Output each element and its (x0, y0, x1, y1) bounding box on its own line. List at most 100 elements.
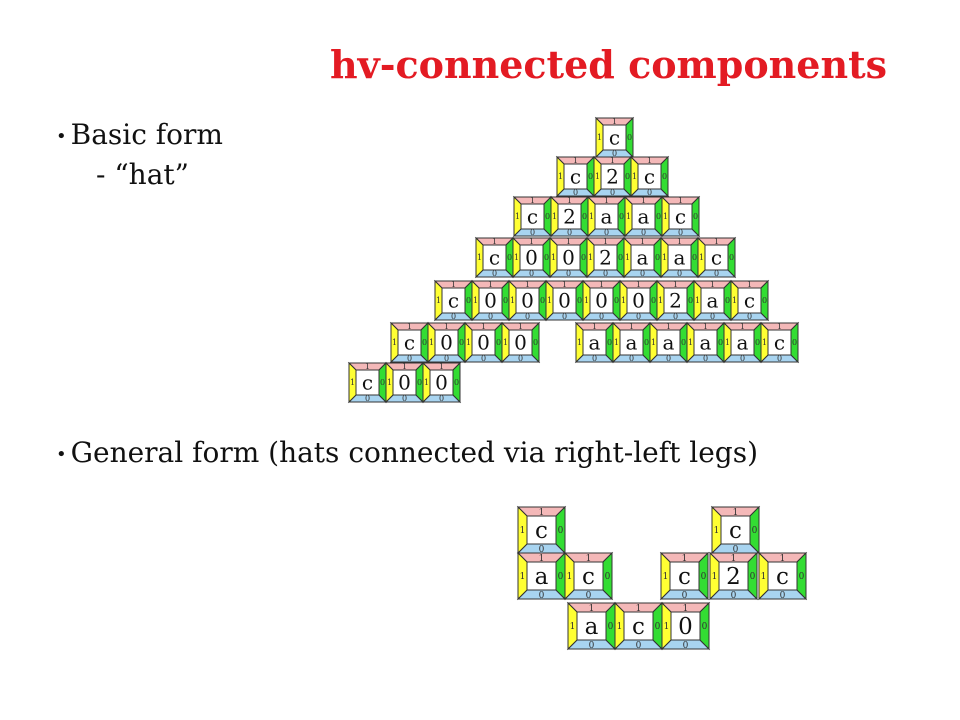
tile-bottom-label: 0 (525, 312, 530, 321)
tile-left-label: 1 (662, 253, 667, 262)
tile-left-label: 1 (664, 622, 670, 632)
tile-top-label: 1 (604, 196, 609, 205)
tile-face (556, 244, 581, 271)
tile-top-label: 1 (636, 604, 642, 614)
tile-face (519, 244, 544, 271)
tile-face (663, 287, 688, 314)
tile-symbol: 2 (563, 205, 576, 229)
tile-symbol: a (601, 205, 613, 229)
tile-left-label: 1 (429, 338, 434, 347)
tile-bottom-label: 0 (682, 591, 688, 601)
tile-right-label: 0 (540, 296, 545, 305)
tile-right-label: 0 (503, 296, 508, 305)
bullet-general-label: General form (hats connected via right-l… (70, 436, 758, 469)
tile-top-label: 1 (612, 117, 617, 126)
tile-right-label: 0 (459, 338, 464, 347)
tile-left-label: 1 (617, 622, 623, 632)
tile-symbol: 0 (484, 289, 497, 313)
tile-right-label: 0 (688, 296, 693, 305)
tile-top-label: 1 (733, 508, 739, 518)
tile-top-label: 1 (586, 554, 592, 564)
tile-left-label: 1 (626, 212, 631, 221)
tile-symbol: c (362, 371, 373, 395)
tile-symbol: 0 (595, 289, 608, 313)
tile-right-label: 0 (581, 253, 586, 262)
bullet-basic-sub: - “hat” (96, 158, 189, 191)
tile-top-label: 1 (402, 362, 407, 371)
tile-top-label: 1 (777, 322, 782, 331)
tile-top-label: 1 (740, 322, 745, 331)
tile-right-label: 0 (619, 212, 624, 221)
tile-right-label: 0 (454, 378, 459, 387)
tile-face (526, 515, 557, 545)
tile-bottom-label: 0 (666, 354, 671, 363)
tile-bottom-label: 0 (604, 228, 609, 237)
tile-symbol: c (774, 331, 785, 355)
tile-symbol: c (644, 165, 655, 189)
tile-symbol: 2 (599, 246, 612, 270)
tile-symbol: 0 (440, 331, 453, 355)
tile-face (668, 203, 693, 230)
tile-right-label: 0 (558, 572, 564, 582)
tile-bottom-label: 0 (566, 269, 571, 278)
tile-top-label: 1 (731, 554, 737, 564)
tile-bottom-label: 0 (733, 545, 739, 555)
tile-right-label: 0 (614, 296, 619, 305)
tile-symbol: a (707, 289, 719, 313)
tile-symbol: 0 (525, 246, 538, 270)
tile-symbol: c (582, 564, 595, 590)
tile-symbol: a (737, 331, 749, 355)
tile-left-label: 1 (632, 172, 637, 181)
tile-right-label: 0 (752, 526, 758, 536)
tile-top-label: 1 (666, 322, 671, 331)
tile-top-label: 1 (573, 156, 578, 165)
tile-face (582, 329, 607, 356)
tile-symbol: a (663, 331, 675, 355)
tile-symbol: a (589, 331, 601, 355)
tile-bottom-label: 0 (780, 591, 786, 601)
tile-top-label: 1 (714, 237, 719, 246)
tile-right-label: 0 (655, 622, 661, 632)
tile-left-label: 1 (761, 572, 767, 582)
tile-left-label: 1 (614, 338, 619, 347)
tile-right-label: 0 (662, 172, 667, 181)
tile-symbol: c (570, 165, 581, 189)
tile-bottom-label: 0 (529, 269, 534, 278)
tile-symbol: a (637, 246, 649, 270)
tile-right-label: 0 (755, 338, 760, 347)
tile-face (656, 329, 681, 356)
tile-right-label: 0 (644, 338, 649, 347)
tile-left-label: 1 (588, 253, 593, 262)
tile-left-label: 1 (473, 296, 478, 305)
tile-symbol: c (678, 564, 691, 590)
tile-face (355, 369, 380, 396)
tile-bottom-label: 0 (777, 354, 782, 363)
tile-symbol: c (632, 614, 645, 640)
tile-symbol: 0 (521, 289, 534, 313)
tile-symbol: c (744, 289, 755, 313)
tile-left-label: 1 (699, 253, 704, 262)
tile-right-label: 0 (422, 338, 427, 347)
tile-top-label: 1 (682, 554, 688, 564)
tile-bottom-label: 0 (488, 312, 493, 321)
tile-bottom-label: 0 (518, 354, 523, 363)
tile-right-label: 0 (627, 133, 632, 142)
tile-left-label: 1 (510, 296, 515, 305)
tile-symbol: c (404, 331, 415, 355)
